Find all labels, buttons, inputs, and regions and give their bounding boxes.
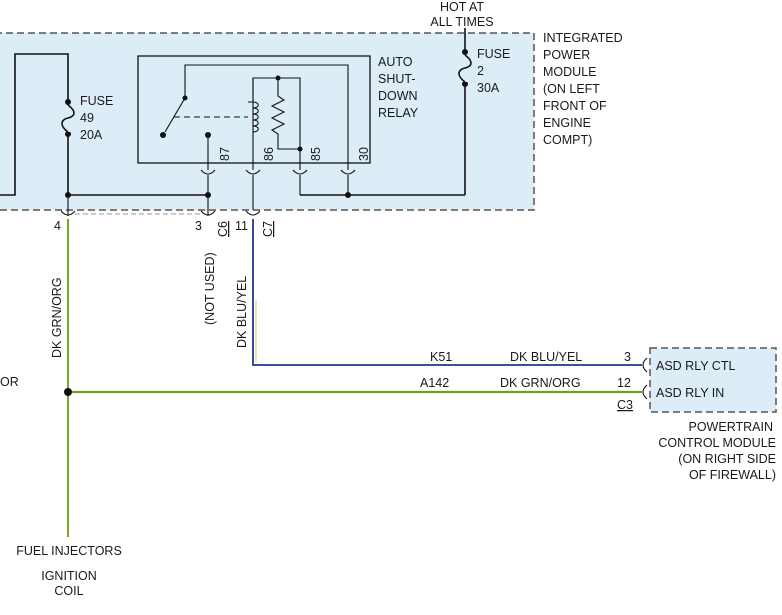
wire-color-k51: DK BLU/YEL	[510, 350, 582, 364]
not-used-label: (NOT USED)	[203, 252, 217, 325]
ipm-title-line: (ON LEFT	[543, 82, 600, 96]
fuse-2: FUSE 2 30A	[458, 47, 510, 95]
fuse-49-number: 49	[80, 111, 94, 125]
pcm-pin-3-connector	[642, 357, 648, 373]
integrated-power-module-label: INTEGRATED POWER MODULE (ON LEFT FRONT O…	[543, 31, 623, 147]
fuse-2-label: FUSE	[477, 47, 510, 61]
relay-switch-feed	[184, 64, 349, 163]
relay-pin-connectors	[200, 163, 356, 210]
load-fuel-injectors: FUEL INJECTORS	[16, 544, 122, 558]
wire-color-a142: DK GRN/ORG	[500, 376, 581, 390]
relay-switch-contact	[164, 97, 186, 133]
ipm-title-line: INTEGRATED	[543, 31, 623, 45]
connector-c6: C6	[216, 221, 230, 237]
pcm-pin-12: 12	[617, 376, 631, 390]
ipm-title-line: FRONT OF	[543, 99, 607, 113]
connector-pin-3: 3	[195, 219, 202, 233]
pcm-pin-label-asd-rly-ctl: ASD RLY CTL	[656, 359, 735, 373]
pcm-title-line: OF FIREWALL)	[689, 468, 776, 482]
source-label-hot-at: HOT AT	[440, 0, 484, 14]
ipm-title-line: COMPT)	[543, 133, 592, 147]
relay-title-line: RELAY	[378, 106, 419, 120]
fuse-2-number: 2	[477, 64, 484, 78]
left-edge-text-fragment: OR	[0, 375, 19, 389]
pcm-title-line: (ON RIGHT SIDE	[678, 452, 776, 466]
fuse-49-rating: 20A	[80, 128, 103, 142]
relay-title-line: DOWN	[378, 89, 418, 103]
fuse-49: FUSE 49 20A	[61, 94, 113, 142]
circuit-a142: A142	[420, 376, 449, 390]
pcm-title-line: CONTROL MODULE	[658, 436, 776, 450]
ipm-title-line: ENGINE	[543, 116, 591, 130]
pcm-pin-label-asd-rly-in: ASD RLY IN	[656, 386, 724, 400]
asd-relay-label: AUTO SHUT- DOWN RELAY	[378, 55, 419, 120]
load-ignition-coil-line1: IGNITION	[41, 569, 97, 583]
wire-label-dk-blu-yel: DK BLU/YEL	[235, 276, 249, 348]
connector-pin-11: 11	[235, 219, 248, 233]
pcm-connector-c3: C3	[617, 398, 633, 412]
pcm-pin-3: 3	[624, 350, 631, 364]
load-ignition-coil-line2: COIL	[54, 584, 83, 598]
pcm-pin-12-connector	[642, 384, 648, 400]
relay-pin-85: 85	[309, 147, 323, 161]
fuse-2-rating: 30A	[477, 81, 500, 95]
ipm-title-line: MODULE	[543, 65, 596, 79]
integrated-power-module-box	[0, 32, 535, 211]
relay-title-line: AUTO	[378, 55, 413, 69]
pcm-box	[649, 347, 777, 413]
connector-pin-4: 4	[54, 219, 61, 233]
pcm-title-line: POWERTRAIN	[689, 420, 774, 434]
asd-relay-box	[137, 55, 371, 164]
wire-label-dk-grn-org: DK GRN/ORG	[50, 277, 64, 358]
fuse-49-label: FUSE	[80, 94, 113, 108]
module-edge-connectors	[60, 195, 261, 216]
connector-c7: C7	[261, 221, 275, 237]
pcm-label: POWERTRAIN CONTROL MODULE (ON RIGHT SIDE…	[658, 420, 776, 482]
relay-pin-87: 87	[218, 147, 232, 161]
relay-pin-30: 30	[357, 147, 371, 161]
source-label-all-times: ALL TIMES	[430, 15, 493, 29]
switch-contact-dot	[160, 132, 166, 138]
relay-pin-86: 86	[262, 147, 276, 161]
splice-dot	[64, 388, 72, 396]
relay-title-line: SHUT-	[378, 72, 416, 86]
wire-dk-blu-yel	[252, 219, 642, 366]
ipm-title-line: POWER	[543, 48, 590, 62]
circuit-k51: K51	[430, 350, 452, 364]
relay-resistor	[270, 78, 300, 150]
